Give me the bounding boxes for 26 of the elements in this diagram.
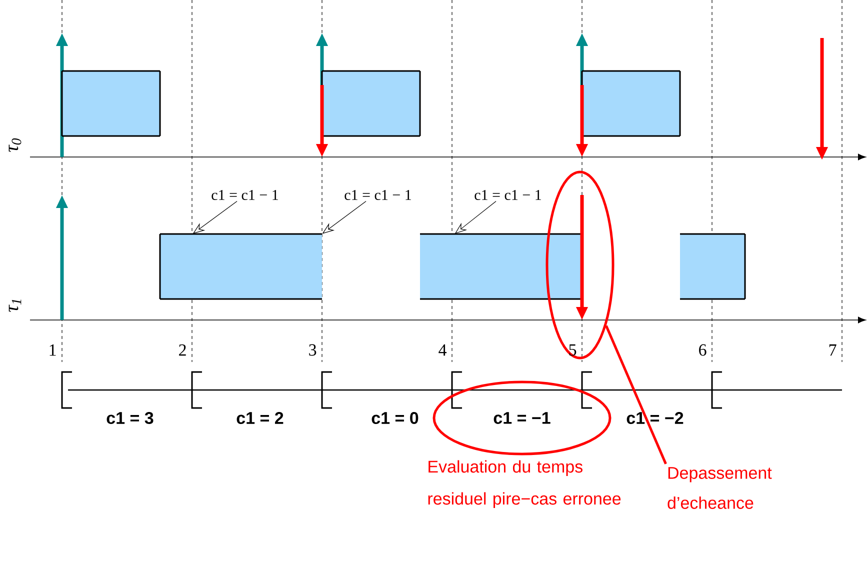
- counter-update-label: c1 = c1 − 1: [474, 190, 541, 200]
- counter-label: c1 = −2: [626, 412, 684, 424]
- tick-label: 2: [179, 344, 186, 356]
- counter-label: c1 = 3: [106, 412, 154, 424]
- task-label: τ$_{1}$: [8, 300, 22, 312]
- execution-box: [61, 70, 161, 137]
- annotation-text: Depassement d’echeance: [668, 467, 772, 509]
- tick-label: 6: [699, 344, 706, 356]
- counter-update-label: c1 = c1 − 1: [344, 190, 411, 200]
- highlight-ellipse: [546, 170, 614, 360]
- counter-label: c1 = 2: [236, 412, 284, 424]
- tick-label: 7: [829, 344, 836, 356]
- leader-line: [605, 325, 667, 464]
- task-label: τ$_{0}$: [8, 138, 22, 152]
- tick-label: 5: [569, 344, 576, 356]
- execution-box: [420, 233, 583, 300]
- tick-label: 4: [438, 344, 447, 356]
- execution-box: [680, 233, 746, 300]
- tick-label: 3: [309, 344, 316, 356]
- tick-label: 1: [50, 344, 56, 356]
- execution-box: [321, 70, 421, 137]
- execution-box: [159, 233, 322, 300]
- counter-label: c1 = 0: [372, 412, 418, 424]
- execution-box: [581, 70, 681, 137]
- annotation-text: Evaluation du temps residuel pire−cas erronee: [428, 460, 621, 508]
- counter-update-label: c1 = c1 − 1: [212, 190, 278, 200]
